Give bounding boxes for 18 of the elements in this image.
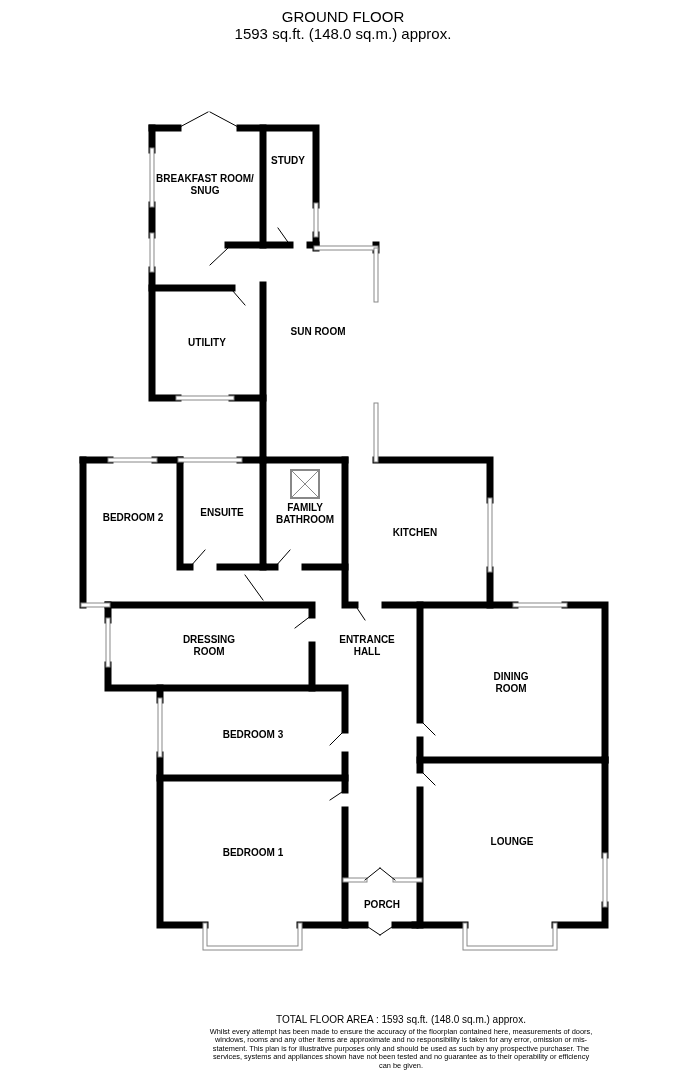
room-label: LOUNGE — [489, 836, 535, 848]
room-label: BREAKFAST ROOM/ SNUG — [155, 173, 255, 197]
room-label: STUDY — [270, 155, 306, 167]
room-label: ENTRANCE HALL — [338, 634, 396, 658]
total-area-text: TOTAL FLOOR AREA : 1593 sq.ft. (148.0 sq.m.) approx. — [275, 1014, 527, 1026]
room-label: BEDROOM 1 — [221, 847, 285, 859]
floor-title: GROUND FLOOR — [280, 8, 406, 25]
room-label: DINING ROOM — [492, 671, 530, 695]
room-label: BEDROOM 2 — [101, 512, 165, 524]
room-label: UTILITY — [187, 337, 227, 349]
room-label: SUN ROOM — [289, 326, 347, 338]
room-label: ENSUITE — [199, 507, 245, 519]
room-label: KITCHEN — [391, 527, 439, 539]
room-label: FAMILY BATHROOM — [274, 502, 336, 526]
room-label: PORCH — [362, 899, 402, 911]
room-label: DRESSING ROOM — [181, 634, 237, 658]
room-label: BEDROOM 3 — [221, 729, 285, 741]
area-heading: 1593 sq.ft. (148.0 sq.m.) approx. — [233, 25, 453, 42]
